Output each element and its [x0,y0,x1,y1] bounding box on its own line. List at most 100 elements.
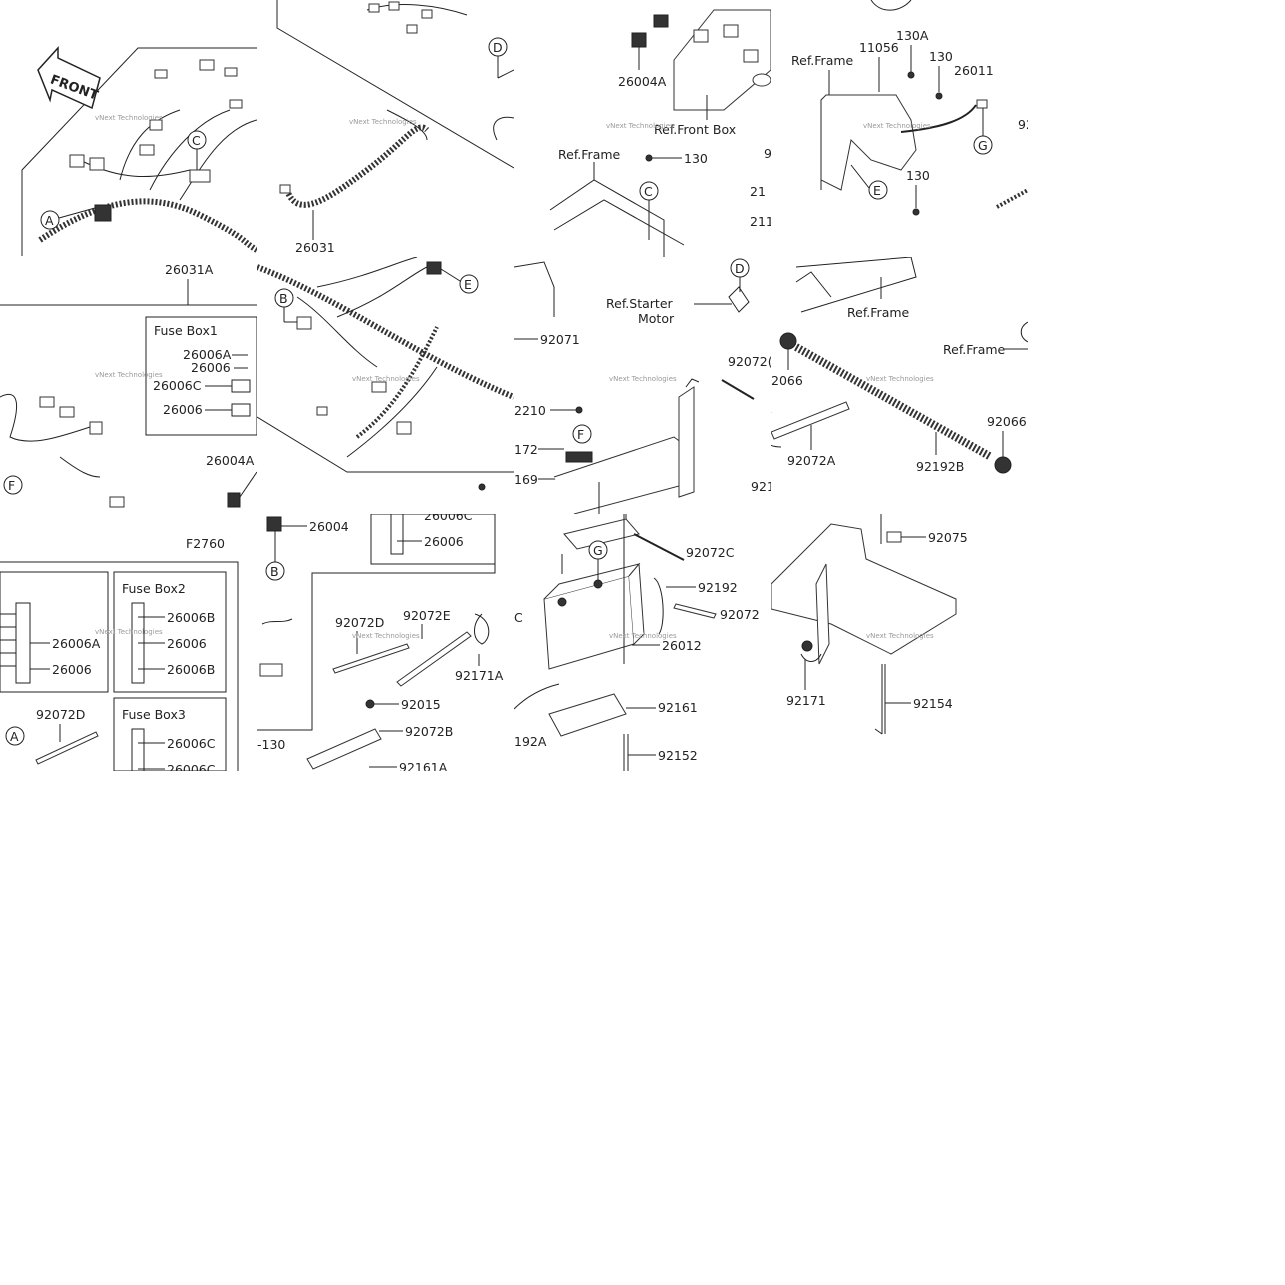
part-26012: 26012 [662,638,702,653]
part-ref-motor: Motor [638,311,675,326]
part-92072D-b: 92072D [335,615,384,630]
fuse-box1-title: Fuse Box1 [154,323,218,338]
part-92171: 92171 [786,693,826,708]
diagram-tile-battery: G 92072C 92192 92072 26012 92161 92152 1… [514,514,771,771]
fuse-box1-label-1: 26006 [191,360,231,375]
diagram-tile-front-box: 26004A Ref.Front Box Ref.Frame 130 C 9 2… [514,0,771,257]
fuse-box2-label-2: 26006B [167,662,215,677]
ref-frame-1: Ref.Frame [558,147,621,162]
fuse-box2-label-1: 26006 [167,636,207,651]
callout-g-label: G [978,138,988,153]
fuse-box2-title: Fuse Box2 [122,581,186,596]
fuse-box3-frame [113,697,227,771]
part-26011: 26011 [954,63,994,78]
diagram-tile-fuse-box1: 26031A Fuse Box1 26006A 26006 26006C 260… [0,257,257,514]
callout-f [3,475,23,495]
part-92192B: 92192B [916,459,964,474]
part-92015: 92015 [401,697,441,712]
callout-a2-label: A [10,729,19,744]
diagram-tile-bracket: 92071 2210 172 F 169 Ref.Starter Motor D… [514,257,771,514]
part-92192: 92192 [698,580,738,595]
part-92161A: 92161A [399,760,448,771]
fuse-box1-frame [145,316,257,436]
part-130A: 130A [896,28,929,43]
callout-a [40,210,60,230]
part-11056: 11056 [859,40,899,55]
part-26004: 26004 [309,519,349,534]
callout-b2-label: B [270,564,279,579]
callout-b-label: B [279,291,288,306]
callout-c2-label: C [644,184,653,199]
fuse-box3-label-1: 26006C [167,762,216,771]
part-92072E: 92072E [403,608,451,623]
callout-g2-label: G [593,543,603,558]
part-ref-starter: Ref.Starter [606,296,674,311]
fuse-box3-title: Fuse Box3 [122,707,186,722]
part-92-partial: 92 [1018,117,1028,132]
callout-f2-label: F [577,427,584,442]
ref-frame-2: Ref.Frame [791,53,854,68]
callout-d-label: D [493,40,503,55]
part-92072D-a: 92072D [36,707,85,722]
watermark: vNext Technologies [95,628,163,636]
part-169: 169 [514,472,538,487]
callout-e2 [459,274,479,294]
part-92072-b: 92072 [720,607,760,622]
part-92075: 92075 [928,530,968,545]
diagram-tile-fuse-box2-3: F2760 26006A 26006 Fuse Box2 26006B 2600… [0,514,257,771]
watermark: vNext Technologies [349,118,417,126]
part-92071: 92071 [540,332,580,347]
part-92072A: 92072A [787,453,836,468]
diagram-code: F2760 [186,536,225,551]
fuse-box3-label-0: 26006C [167,736,216,751]
ref-front-box: Ref.Front Box [654,122,736,137]
part-92161: 92161 [658,700,698,715]
diagram-tile-plate: 92075 92171 92154 vNext Technologies [771,514,1028,771]
ref-frame-3: Ref.Frame [847,305,910,320]
part-92072B: 92072B [405,724,453,739]
part-92154: 92154 [913,696,953,711]
watermark: vNext Technologies [95,114,163,122]
part-130-b: 130 [929,49,953,64]
part-130-a: 130 [684,151,708,166]
fuse-box1-label-0: 26006A [183,347,232,362]
part-2210: 2210 [514,403,546,418]
part-172: 172 [514,442,538,457]
part-92072-partial: 92072( [728,354,771,369]
fuse-box1-label-3: 26006 [163,402,203,417]
diagram-tile-92072E: 26004 B 26006C 26006 92072D 92072E 92171… [257,514,514,771]
watermark: vNext Technologies [352,632,420,640]
part-921-b: 921 [751,479,771,494]
fuse-left-label-1: 26006 [52,662,92,677]
fuse-partial-label-0: 26006C [424,514,473,523]
fuse-box2-frame [113,571,227,693]
part-192A: 192A [514,734,547,749]
part-26004A: 26004A [618,74,667,89]
part-2066: 2066 [771,373,803,388]
fuse-box2-label-0: 26006B [167,610,215,625]
diagram-tile-front-harness: FRONT C A vNext Technologies [0,0,257,257]
part-9: 9 [764,146,771,161]
part-92066: 92066 [987,414,1027,429]
diagram-tile-main-harness: 26031 D vNext Technologies [257,0,514,257]
part-92072C: 92072C [686,545,735,560]
diagram-tile-harness-center: B E vNext Technologies [257,257,514,514]
watermark: vNext Technologies [866,632,934,640]
part-C-partial: C [514,610,523,625]
callout-f2 [572,424,592,444]
fuse-left-label-0: 26006A [52,636,101,651]
callout-e2-label: E [464,277,472,292]
part-26004A-b: 26004A [206,453,255,468]
part-130-c: 130 [906,168,930,183]
callout-f-label: F [8,478,15,493]
watermark: vNext Technologies [606,122,674,130]
callout-c-label: C [192,133,201,148]
diagram-tile-rod: Ref.Frame 2066 92066 92192B 92072A Ref.F… [771,257,1028,514]
watermark: vNext Technologies [863,122,931,130]
ref-frame-4: Ref.Frame [943,342,1006,357]
watermark: vNext Technologies [609,375,677,383]
part-211: 211 [750,214,771,229]
front-arrow: FRONT [37,46,101,110]
watermark: vNext Technologies [95,371,163,379]
fuse-box1-label-2: 26006C [153,378,202,393]
